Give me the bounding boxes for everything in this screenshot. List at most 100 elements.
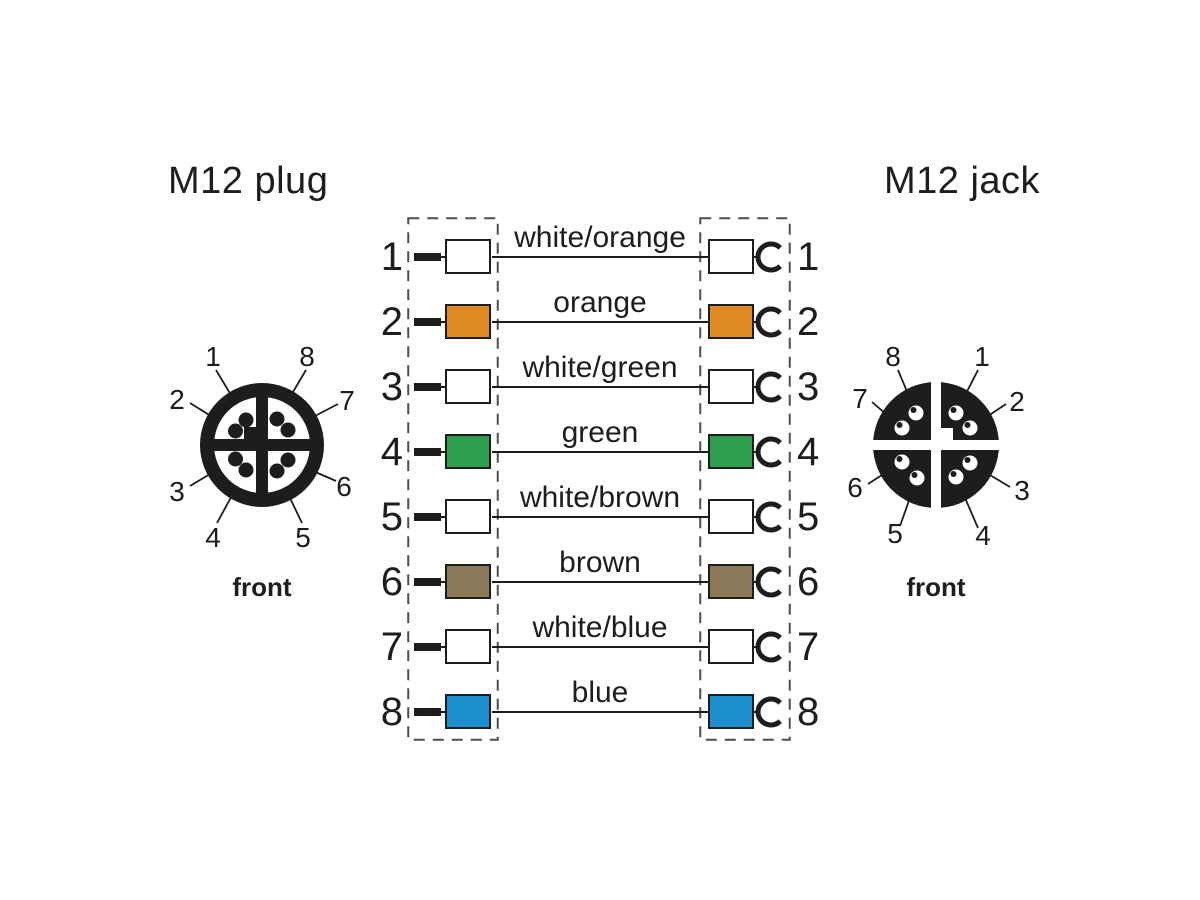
- plug-cross-key: [210, 393, 314, 497]
- plug-title: M12 plug: [168, 160, 329, 202]
- jack-title: M12 jack: [884, 160, 1041, 202]
- wire-stub: [414, 448, 441, 456]
- wire-row-3: 3 white/green 3: [355, 353, 865, 419]
- wire-line: [492, 450, 758, 454]
- wire-terminal-left: [445, 369, 491, 404]
- jack-cross-key: [871, 380, 1001, 510]
- plug-pin-number: 3: [380, 365, 403, 409]
- jack-pin-number: 4: [797, 430, 820, 474]
- wire-line: [492, 645, 758, 649]
- wire-row-5: 5 white/brown 5: [355, 483, 865, 549]
- wire-row-6: 6 brown 6: [355, 548, 865, 614]
- wire-line: [492, 385, 758, 389]
- plug-pin-7-label: 7: [339, 385, 355, 416]
- plug-pin-contacts: [228, 411, 296, 479]
- wire-terminal-left: [445, 239, 491, 274]
- jack-pin-8-label: 8: [885, 341, 901, 372]
- plug-pin-number: 2: [380, 300, 403, 344]
- jack-pin-number: 1: [797, 235, 820, 279]
- wire-terminal-right: [708, 239, 754, 274]
- jack-contact-icon: [755, 371, 782, 403]
- wire-terminal-right: [708, 499, 754, 534]
- m12-jack-front-view: 1 2 3 4 5 6 7 8: [847, 341, 1030, 551]
- wire-color-label: green: [561, 416, 639, 449]
- wire-terminal-left: [445, 694, 491, 729]
- plug-pin-2-label: 2: [169, 384, 185, 415]
- wire-row-4: 4 green 4: [355, 418, 865, 484]
- jack-pin-number: 6: [797, 560, 820, 604]
- wire-color-label: white/brown: [519, 481, 681, 514]
- plug-pin-number: 7: [380, 625, 403, 669]
- wire-line: [492, 255, 758, 259]
- plug-terminal-box: [407, 217, 499, 741]
- jack-contact-icon: [755, 241, 782, 273]
- plug-pin-8-label: 8: [299, 341, 315, 372]
- wire-color-label: white/orange: [514, 221, 686, 254]
- jack-terminal-box: [699, 217, 791, 741]
- wire-row-7: 7 white/blue 7: [355, 613, 865, 679]
- wire-stub: [414, 578, 441, 586]
- jack-contact-icon: [755, 631, 782, 663]
- wire-terminal-right: [708, 564, 754, 599]
- jack-socket-contacts: [894, 405, 978, 486]
- plug-pin-5-label: 5: [295, 522, 311, 553]
- wire-stub: [414, 253, 441, 261]
- plug-pin-number: 5: [380, 495, 403, 539]
- wire-line: [492, 320, 758, 324]
- jack-contact-icon: [755, 696, 782, 728]
- jack-contact-icon: [755, 566, 782, 598]
- jack-pin-5-label: 5: [887, 518, 903, 549]
- jack-pin-6-label: 6: [847, 472, 863, 503]
- wire-stub: [414, 513, 441, 521]
- wire-row-8: 8 blue 8: [355, 678, 865, 744]
- wire-color-label: white/green: [522, 351, 678, 384]
- wire-color-label: brown: [559, 546, 641, 579]
- plug-pin-number: 6: [380, 560, 403, 604]
- jack-pin-number: 3: [797, 365, 820, 409]
- wire-terminal-left: [445, 499, 491, 534]
- jack-contact-icon: [755, 501, 782, 533]
- plug-pin-6-label: 6: [336, 471, 352, 502]
- jack-pin-number: 8: [797, 690, 820, 734]
- jack-pin-3-label: 3: [1014, 475, 1030, 506]
- plug-pin-1-label: 1: [205, 341, 221, 372]
- jack-pin-4-label: 4: [975, 520, 991, 551]
- m12-plug-front-view: 1 2 3 4 5 6 7 8: [169, 341, 355, 553]
- wire-stub: [414, 383, 441, 391]
- jack-contact-icon: [755, 306, 782, 338]
- plug-pin-number: 4: [380, 430, 403, 474]
- jack-pin-number: 5: [797, 495, 820, 539]
- jack-pin-1-label: 1: [974, 341, 990, 372]
- wire-color-label: orange: [553, 286, 647, 319]
- jack-pin-number: 7: [797, 625, 820, 669]
- wire-terminal-left: [445, 564, 491, 599]
- wire-terminal-left: [445, 434, 491, 469]
- plug-front-label: front: [232, 572, 292, 602]
- wire-terminal-right: [708, 629, 754, 664]
- jack-front-label: front: [906, 572, 966, 602]
- plug-outer-ring: [200, 383, 324, 507]
- wire-stub: [414, 318, 441, 326]
- wire-line: [492, 580, 758, 584]
- wire-line: [492, 515, 758, 519]
- wire-terminal-left: [445, 629, 491, 664]
- wire-terminal-right: [708, 434, 754, 469]
- wire-row-1: 1 white/orange 1: [355, 223, 865, 289]
- wire-color-label: blue: [571, 676, 629, 709]
- jack-pin-7-label: 7: [852, 383, 868, 414]
- wire-line: [492, 710, 758, 714]
- wire-terminal-right: [708, 304, 754, 339]
- plug-pin-number: 8: [380, 690, 403, 734]
- jack-pin-number: 2: [797, 300, 820, 344]
- wire-color-label: white/blue: [532, 611, 668, 644]
- wire-terminal-right: [708, 369, 754, 404]
- plug-pin-number: 1: [380, 235, 403, 279]
- wire-terminal-right: [708, 694, 754, 729]
- wire-terminal-left: [445, 304, 491, 339]
- wire-row-2: 2 orange 2: [355, 288, 865, 354]
- plug-pin-4-label: 4: [205, 522, 221, 553]
- wire-stub: [414, 643, 441, 651]
- jack-contact-icon: [755, 436, 782, 468]
- wire-stub: [414, 708, 441, 716]
